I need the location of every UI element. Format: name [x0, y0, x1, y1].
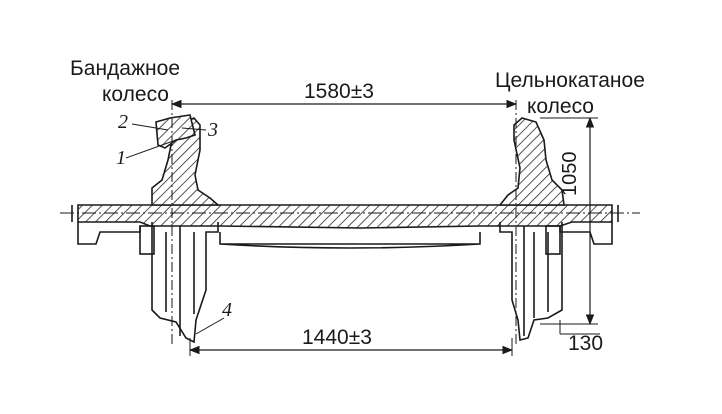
callout-2: 2	[118, 111, 128, 133]
leader-1	[125, 139, 177, 159]
left-wheel-label-line2: колесо	[102, 83, 169, 106]
right-wheel-hub-section	[498, 117, 565, 206]
dim-label-1440: 1440±3	[302, 326, 372, 349]
callout-3: 3	[208, 119, 218, 141]
leader-3	[181, 127, 207, 131]
axle-lower-contour	[219, 232, 481, 249]
dim-label-1050: 1050	[559, 151, 581, 197]
callout-1: 1	[116, 147, 126, 169]
dim-label-130: 130	[568, 332, 604, 355]
axle-journal-left	[77, 222, 141, 245]
left-wheel-label-line1: Бандажное	[70, 57, 180, 80]
right-wheel-label-line2: колесо	[527, 95, 594, 118]
leader-2	[131, 123, 169, 131]
journal-collar-right	[545, 225, 561, 255]
left-wheel-lower-body	[151, 222, 219, 344]
axle-section	[77, 204, 613, 229]
right-wheel-lower-body	[499, 222, 563, 342]
axle-journal-right	[559, 222, 613, 245]
leader-4	[195, 317, 225, 335]
callout-4: 4	[222, 299, 232, 321]
dim-label-1580: 1580±3	[304, 80, 374, 103]
journal-collar-left	[139, 225, 155, 255]
left-wheel-hub-section	[151, 117, 221, 206]
right-wheel-label-line1: Цельнокатаное	[495, 69, 645, 92]
